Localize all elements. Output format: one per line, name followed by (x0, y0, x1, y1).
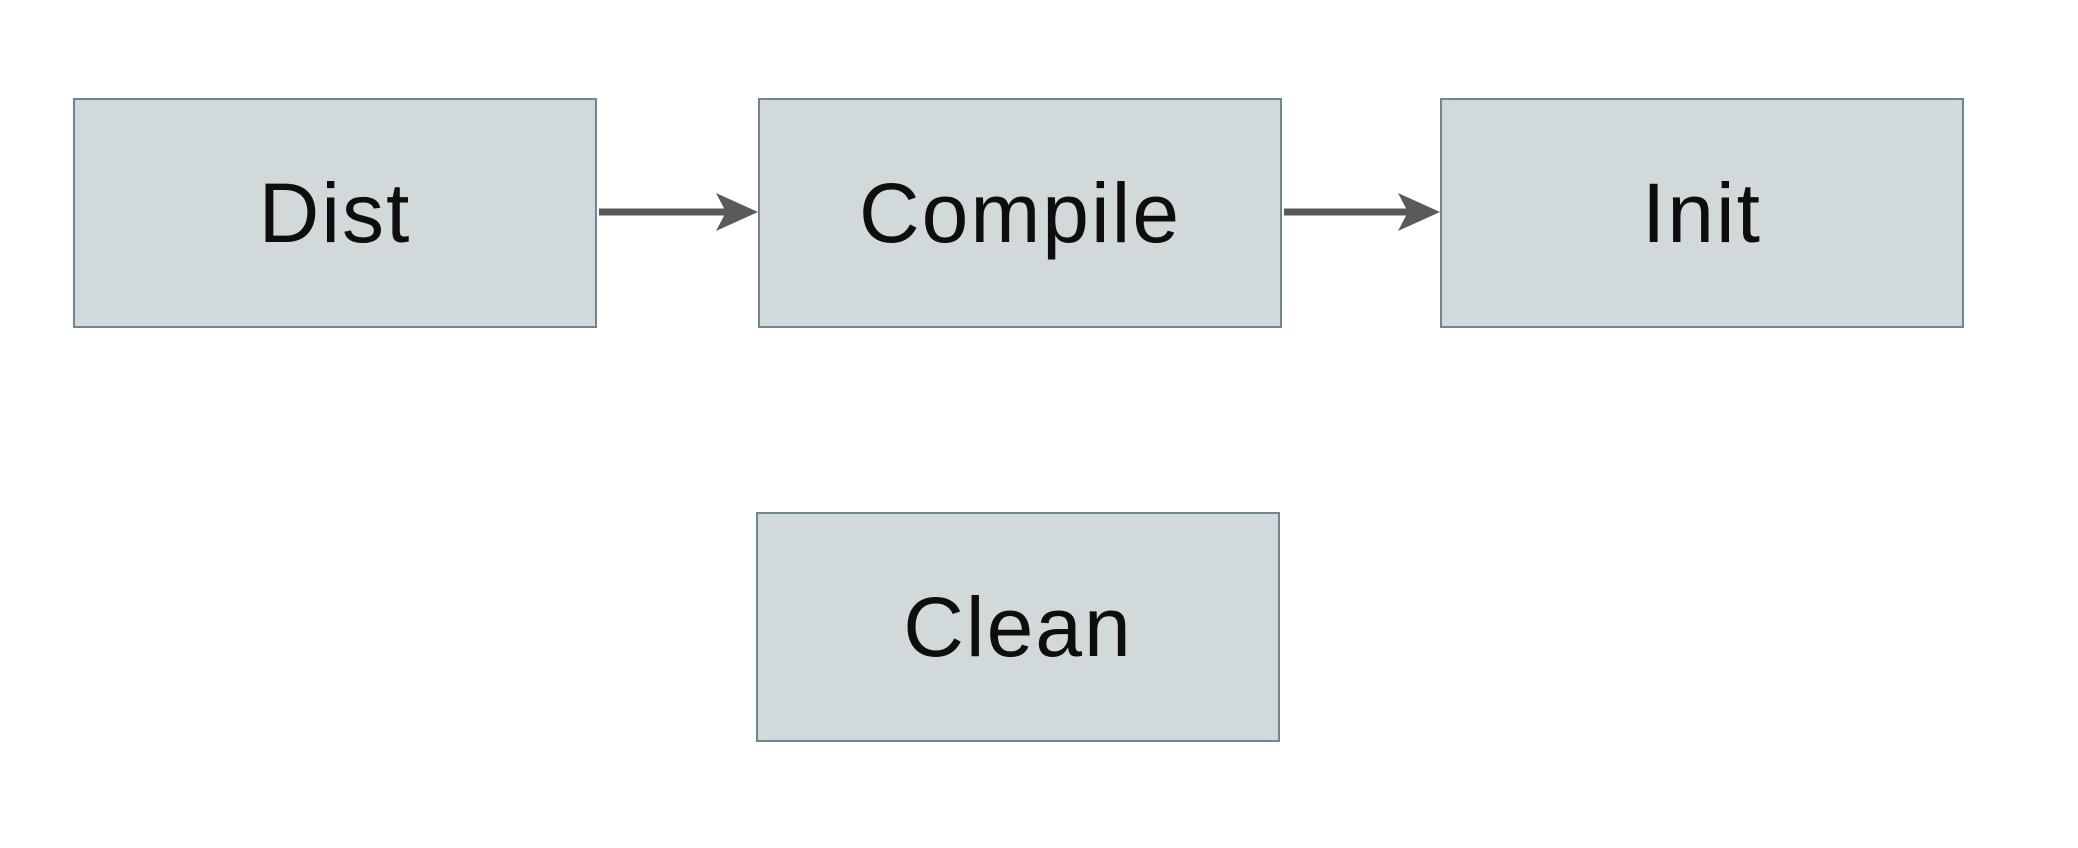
node-dist-label: Dist (258, 165, 412, 260)
arrowhead-icon (1398, 193, 1440, 231)
node-clean: Clean (756, 512, 1280, 742)
node-init: Init (1440, 98, 1964, 328)
node-compile: Compile (758, 98, 1282, 328)
arrow-compile-to-init (1284, 193, 1440, 231)
node-compile-label: Compile (858, 165, 1182, 260)
arrowhead-icon (716, 193, 758, 231)
node-dist: Dist (73, 98, 597, 328)
node-clean-label: Clean (903, 579, 1133, 674)
node-init-label: Init (1641, 165, 1763, 260)
arrow-dist-to-compile (599, 193, 758, 231)
